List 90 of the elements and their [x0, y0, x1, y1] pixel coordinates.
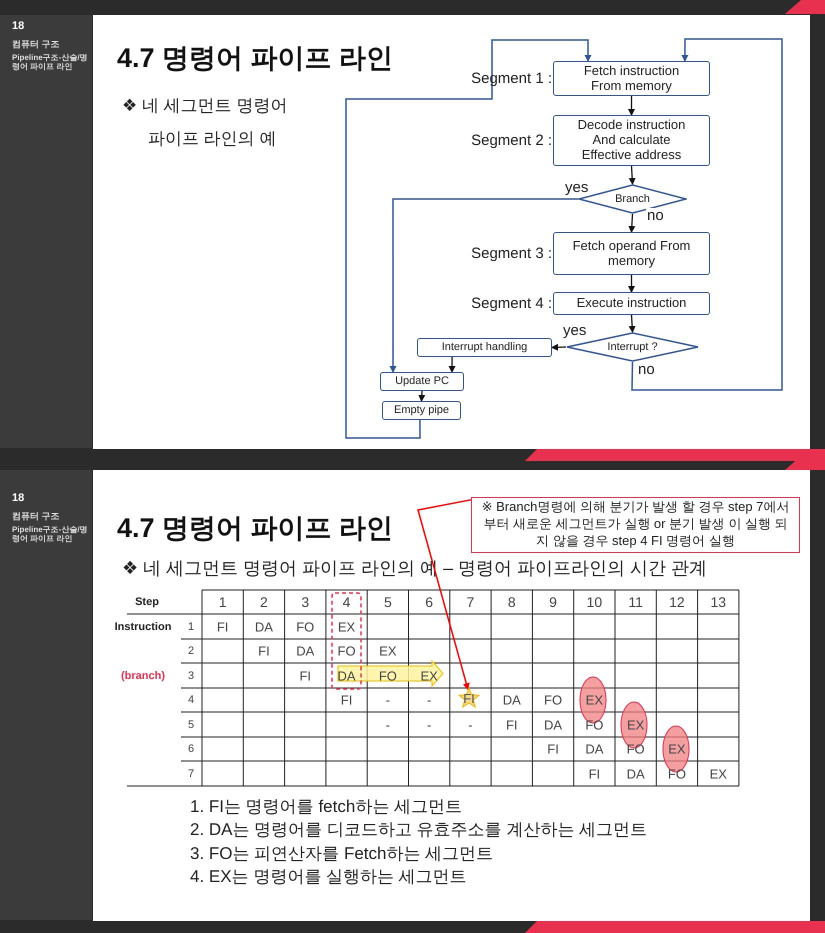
process-box: Interrupt handling — [417, 338, 552, 357]
step-number: 8 — [508, 594, 516, 610]
process-box: Execute instruction — [553, 292, 710, 315]
stage-code: FO — [296, 619, 314, 634]
step-number: 12 — [669, 594, 685, 610]
stage-code: FO — [544, 692, 562, 708]
stage-code: - — [386, 692, 390, 708]
list-item: 2. DA는 명령어를 디코드하고 유효주소를 계산하는 세그먼트 — [190, 819, 648, 842]
arrow — [345, 39, 592, 439]
step-number: 13 — [710, 594, 726, 610]
step-number: 4 — [342, 594, 350, 610]
stage-code: EX — [586, 692, 604, 708]
arrow — [628, 275, 635, 293]
arrow — [631, 38, 783, 391]
stage-code: EX — [420, 668, 438, 683]
page-number: 18 — [12, 20, 24, 32]
stage-code: DA — [502, 692, 521, 708]
step-number: 11 — [628, 594, 643, 610]
arrow — [628, 314, 636, 333]
step-number: 5 — [384, 594, 392, 610]
segment-label: Segment 3 : — [471, 244, 552, 264]
step-number: 10 — [586, 594, 602, 610]
list-item: 3. FO는 피연산자를 Fetch하는 세그먼트 — [190, 842, 494, 865]
stage-code: DA — [585, 742, 604, 756]
stage-code: - — [426, 717, 432, 732]
row-heading: (branch) — [121, 670, 165, 682]
row-number: 5 — [188, 718, 194, 730]
stage-code: EX — [710, 766, 727, 781]
page-number: 18 — [12, 492, 24, 504]
stage-code: DA — [254, 619, 273, 634]
process-box: Update PC — [380, 372, 464, 391]
step-number: 3 — [301, 594, 310, 610]
stage-code: FI — [299, 668, 312, 683]
list-item: 1. FI는 명령어를 fetch하는 세그먼트 — [190, 796, 462, 818]
step-number: 6 — [425, 594, 434, 610]
row-number: 6 — [188, 743, 194, 755]
note-box: ※ Branch명령에 의해 분기가 발생 할 경우 step 7에서 부터 새로운 세그먼트가 실행 or 분기 발생 이 실행 되지 않을 경우 step 4 FI 명령어 실행 — [471, 497, 800, 553]
bullet-text: ❖ 네 세그먼트 명령어 파이프 라인의 예 — [122, 95, 288, 150]
list-item: 4. EX는 명령어를 실행하는 세그먼트 — [190, 866, 467, 888]
stage-code: - — [386, 717, 390, 732]
stage-code: FI — [547, 742, 559, 756]
arrow — [448, 357, 456, 373]
stage-code: FI — [588, 766, 600, 781]
row-number: 1 — [188, 620, 194, 632]
row-number: 4 — [188, 694, 194, 706]
row-number: 7 — [188, 768, 194, 780]
arrow — [628, 214, 636, 233]
section-subtitle: Pipeline구조-산술/명령어 파이프 라인 — [12, 53, 88, 72]
arrow — [551, 344, 566, 351]
process-box: Empty pipe — [382, 401, 461, 420]
stage-code: FI — [216, 619, 228, 634]
stage-code: DA — [338, 668, 356, 683]
step-number: 7 — [466, 594, 474, 610]
slide-title: 4.7 명령어 파이프 라인 — [117, 42, 394, 75]
segment-label: Segment 4 : — [471, 294, 552, 314]
segment-label: Segment 2 : — [471, 130, 552, 150]
step-number: 9 — [549, 594, 557, 610]
process-box: Fetch instruction From memory — [553, 61, 710, 96]
arrow — [418, 390, 426, 402]
stage-code: EX — [379, 644, 397, 658]
stage-code: EX — [626, 717, 644, 732]
arrow — [390, 198, 578, 373]
leader-line — [417, 499, 472, 690]
stage-code: DA — [544, 717, 562, 732]
stage-code: FI — [258, 644, 270, 658]
row-number: 2 — [188, 645, 194, 657]
step-number: 2 — [260, 594, 268, 610]
slide-title: 4.7 명령어 파이프 라인 — [117, 512, 394, 545]
row-heading: Instruction — [114, 620, 172, 632]
step-number: 1 — [218, 594, 227, 610]
section-subtitle: Pipeline구조-산술/명령어 파이프 라인 — [12, 525, 88, 544]
stage-code: FI — [340, 692, 352, 708]
stage-code: DA — [626, 766, 645, 781]
arrow — [628, 96, 635, 116]
section-title: 컴퓨터 구조 — [12, 510, 60, 523]
process-box: Fetch operand From memory — [553, 232, 710, 275]
stage-code: FO — [338, 644, 356, 658]
row-number: 3 — [188, 670, 194, 682]
stage-code: FO — [378, 668, 397, 683]
star-marker: FI — [458, 687, 480, 709]
process-box: Decode instruction And calculate Effective address — [553, 115, 710, 166]
section-title: 컴퓨터 구조 — [12, 38, 60, 51]
stage-code: EX — [668, 742, 686, 756]
stage-code: - — [426, 692, 432, 708]
arrow — [628, 166, 636, 185]
stage-code: DA — [296, 644, 314, 658]
stage-code: EX — [338, 619, 356, 634]
column-heading: Step — [135, 596, 159, 608]
stage-code: - — [468, 717, 473, 732]
stage-code: FI — [506, 717, 518, 732]
